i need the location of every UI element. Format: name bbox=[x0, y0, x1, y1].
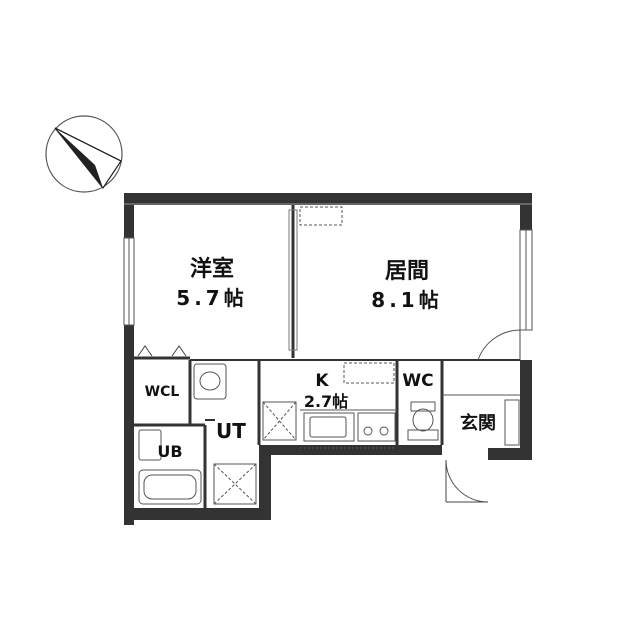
western-room-size: 5.7帖 bbox=[176, 286, 247, 310]
bathtub bbox=[138, 469, 202, 505]
shoe-cabinet bbox=[504, 399, 520, 446]
outer-walls bbox=[124, 193, 532, 525]
kitchen-name: K bbox=[315, 371, 329, 391]
toilet-tank bbox=[410, 401, 436, 412]
washing-machine-pan bbox=[213, 463, 257, 505]
room-labels: 洋室 5.7帖 居間 8.1帖 K 2.7帖 WC 玄関 WCL UT UB bbox=[145, 256, 496, 461]
fixtures bbox=[138, 206, 520, 505]
washbasin bbox=[193, 363, 227, 400]
stove bbox=[357, 412, 396, 442]
windows bbox=[123, 203, 533, 331]
toilet bbox=[412, 408, 434, 432]
ub-name: UB bbox=[157, 442, 182, 461]
wc-name: WC bbox=[402, 371, 433, 391]
interior-walls bbox=[134, 205, 520, 508]
north-arrow-icon bbox=[54, 127, 122, 190]
kitchen-size: 2.7帖 bbox=[304, 392, 348, 411]
western-room-name: 洋室 bbox=[190, 256, 234, 282]
wcl-name: WCL bbox=[145, 384, 180, 400]
compass-circle bbox=[45, 115, 123, 193]
kitchen-sink bbox=[303, 412, 355, 442]
entrance-name: 玄関 bbox=[460, 412, 496, 434]
living-room-size: 8.1帖 bbox=[371, 288, 442, 312]
ut-name: UT bbox=[216, 419, 246, 443]
compass bbox=[45, 115, 123, 193]
living-room-name: 居間 bbox=[385, 259, 429, 284]
fridge-space bbox=[262, 401, 297, 441]
doors bbox=[137, 209, 521, 503]
